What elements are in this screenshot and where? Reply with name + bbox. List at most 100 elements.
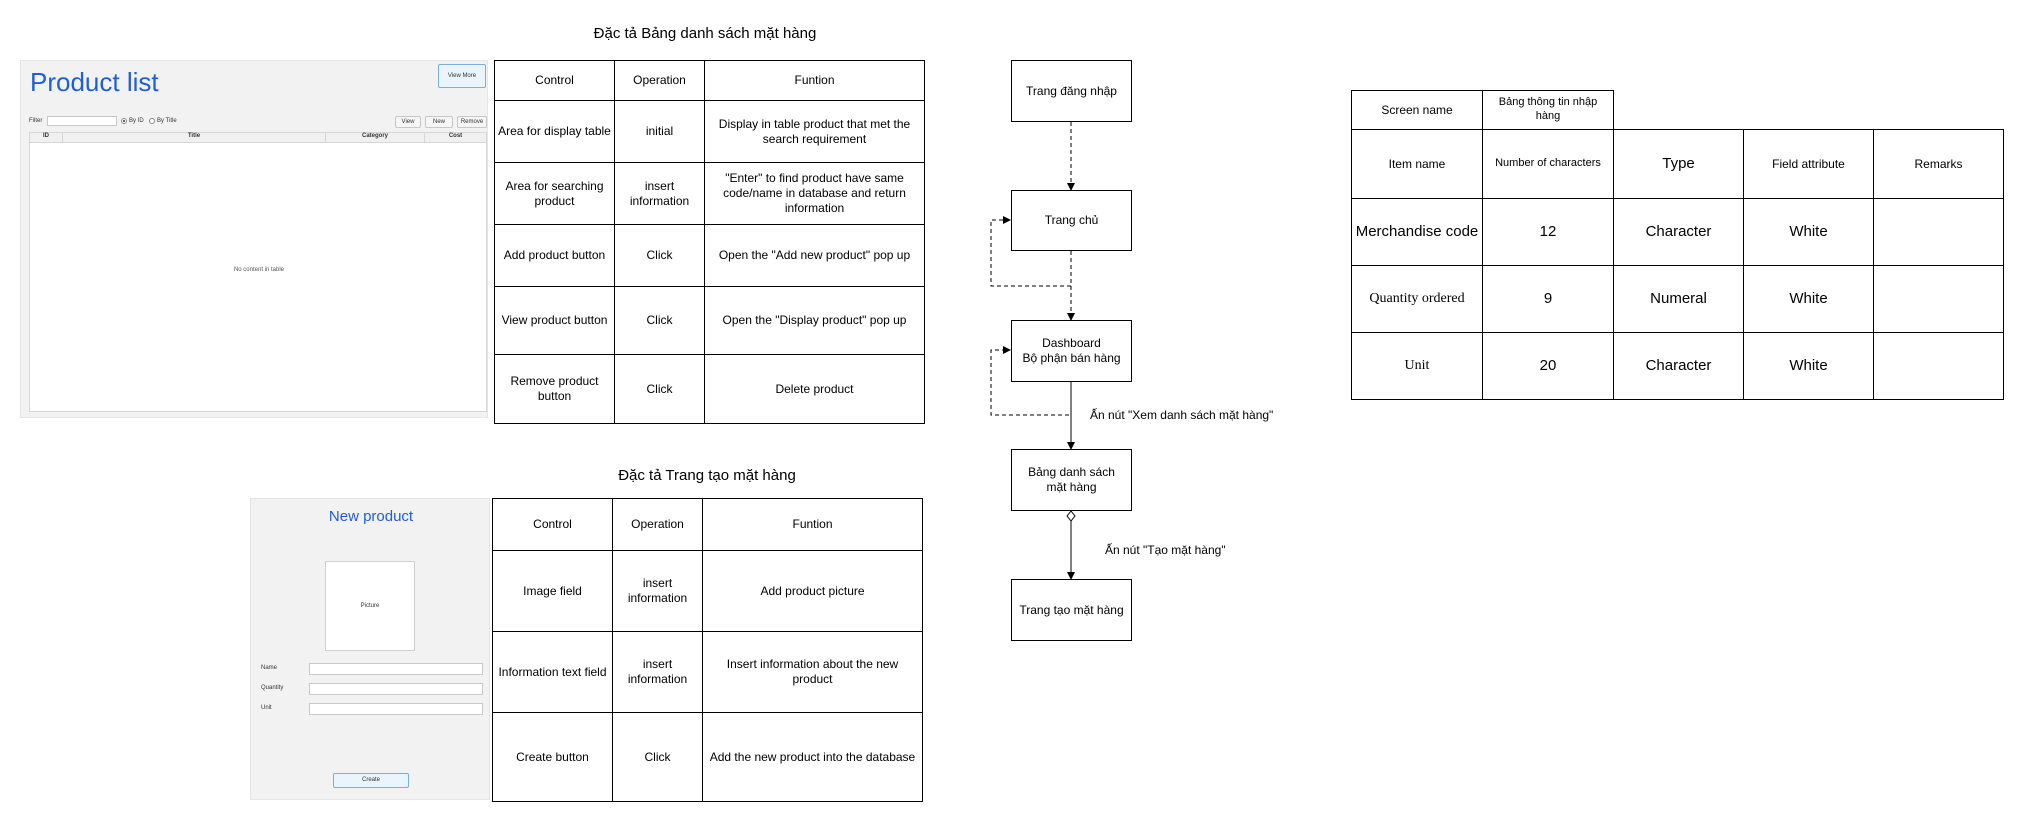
info-cell: 9 — [1482, 265, 1614, 333]
header-remarks: Remarks — [1873, 129, 2004, 199]
new-button[interactable]: New — [425, 116, 453, 128]
unit-field[interactable] — [309, 703, 483, 715]
new-product-screen: New product Picture Name Quantity Unit C… — [250, 498, 490, 800]
radio-by-title-label: By Title — [157, 118, 177, 124]
spec-cell: Click — [614, 354, 705, 424]
info-cell: 12 — [1482, 198, 1614, 266]
table-row: Create button Click Add the new product … — [492, 712, 923, 802]
spec2-header-function: Funtion — [702, 498, 923, 551]
create-button[interactable]: Create — [333, 773, 409, 788]
new-product-title: New product — [328, 508, 414, 525]
name-label: Name — [261, 665, 278, 671]
info-cell: Character — [1613, 332, 1744, 400]
table-row: Remove product button Click Delete produ… — [494, 354, 925, 424]
spec-cell: Click — [614, 224, 705, 287]
flow-box-create: Trang tạo mặt hàng — [1011, 579, 1132, 641]
unit-label: Unit — [261, 705, 272, 711]
flow-box-list-line2: mặt hàng — [1046, 480, 1097, 494]
field-info-header-row: Item name Number of characters Type Fiel… — [1351, 129, 2004, 199]
spec-cell: Open the "Display product" pop up — [704, 286, 925, 355]
col-title[interactable]: Title — [187, 133, 201, 139]
spec-cell: Delete product — [704, 354, 925, 424]
info-cell: White — [1743, 198, 1874, 266]
spec1-header-operation: Operation — [614, 60, 705, 101]
col-divider — [325, 133, 326, 142]
spec-cell: Remove product button — [494, 354, 615, 424]
spec-cell: Area for searching product — [494, 162, 615, 225]
spec-cell: Insert information about the new product — [702, 631, 923, 713]
spec2-header-operation: Operation — [612, 498, 703, 551]
picture-label: Picture — [360, 603, 380, 609]
diamond-marker — [1066, 510, 1076, 522]
col-divider — [424, 133, 425, 142]
info-cell: 20 — [1482, 332, 1614, 400]
radio-by-title[interactable] — [149, 118, 155, 124]
quantity-label: Quantity — [261, 685, 284, 691]
spec2-header-row: Control Operation Funtion — [492, 498, 923, 551]
spec-cell: Open the "Add new product" pop up — [704, 224, 925, 287]
table-row: Area for display table initial Display i… — [494, 100, 925, 163]
spec-cell: View product button — [494, 286, 615, 355]
product-list-screen: Product list View More Filter By ID By T… — [20, 60, 488, 418]
view-button[interactable]: View — [395, 116, 421, 128]
screen-name-table: Screen name Bảng thông tin nhập hàng — [1351, 90, 1614, 130]
spec2-title: Đặc tả Trang tạo mặt hàng — [492, 467, 922, 484]
table-row: Image field insert information Add produ… — [492, 550, 923, 632]
product-table-header: ID Title Category Cost — [30, 133, 486, 143]
info-cell: Character — [1613, 198, 1744, 266]
spec-cell: Add product button — [494, 224, 615, 287]
flow-box-list-line1: Bảng danh sách — [1028, 465, 1115, 479]
loop-home — [990, 216, 1072, 287]
spec-cell: "Enter" to find product have same code/n… — [704, 162, 925, 225]
flow-box-list: Bảng danh sách mặt hàng — [1011, 449, 1132, 511]
info-cell — [1873, 198, 2004, 266]
spec2-table: Control Operation Funtion Image field in… — [492, 498, 923, 802]
col-id[interactable]: ID — [43, 133, 49, 139]
spec1-header-control: Control — [494, 60, 615, 101]
table-row: View product button Click Open the "Disp… — [494, 286, 925, 355]
spec1-title-text: Đặc tả Bảng danh sách mặt hàng — [593, 25, 817, 42]
table-row: Area for searching product insert inform… — [494, 162, 925, 225]
flow-box-login-text: Trang đăng nhập — [1026, 83, 1117, 98]
info-cell: White — [1743, 332, 1874, 400]
radio-by-id[interactable] — [121, 118, 127, 124]
product-list-title: Product list — [30, 67, 159, 97]
filter-input[interactable] — [47, 116, 117, 126]
info-cell: Merchandise code — [1351, 198, 1483, 266]
table-row: Quantity ordered 9 Numeral White — [1351, 265, 2004, 333]
info-cell: Unit — [1351, 332, 1483, 400]
info-cell: White — [1743, 265, 1874, 333]
header-field-attr: Field attribute — [1743, 129, 1874, 199]
quantity-field[interactable] — [309, 683, 483, 695]
table-row: Unit 20 Character White — [1351, 332, 2004, 400]
header-num-chars: Number of characters — [1482, 129, 1614, 199]
spec-cell: Image field — [492, 550, 613, 632]
remove-button[interactable]: Remove — [457, 116, 487, 128]
filter-label: Filter — [29, 118, 43, 124]
flow-label-create: Ấn nút "Tạo mặt hàng" — [1105, 543, 1226, 557]
header-type: Type — [1613, 129, 1744, 199]
spec-cell: Add product picture — [702, 550, 923, 632]
spec-cell: Area for display table — [494, 100, 615, 163]
flow-box-home-text: Trang chủ — [1044, 213, 1099, 227]
picture-field[interactable]: Picture — [325, 561, 415, 651]
header-item-name: Item name — [1351, 129, 1483, 199]
spec1-table: Control Operation Funtion Area for displ… — [494, 60, 925, 424]
radio-by-id-label: By ID — [129, 118, 144, 124]
empty-table-text: No content in table — [233, 267, 285, 273]
spec-cell: Information text field — [492, 631, 613, 713]
spec-cell: Create button — [492, 712, 613, 802]
table-row: Add product button Click Open the "Add n… — [494, 224, 925, 287]
spec-cell: insert information — [612, 550, 703, 632]
info-cell — [1873, 332, 2004, 400]
spec-cell: Add the new product into the database — [702, 712, 923, 802]
screen-name-row: Screen name Bảng thông tin nhập hàng — [1351, 90, 1614, 130]
spec-cell: Display in table product that met the se… — [704, 100, 925, 163]
view-more-button[interactable]: View More — [438, 64, 486, 88]
name-field[interactable] — [309, 663, 483, 675]
col-category[interactable]: Category — [361, 133, 388, 139]
col-cost[interactable]: Cost — [448, 133, 463, 139]
col-divider — [62, 133, 63, 142]
product-table[interactable]: ID Title Category Cost No content in tab… — [29, 132, 487, 412]
